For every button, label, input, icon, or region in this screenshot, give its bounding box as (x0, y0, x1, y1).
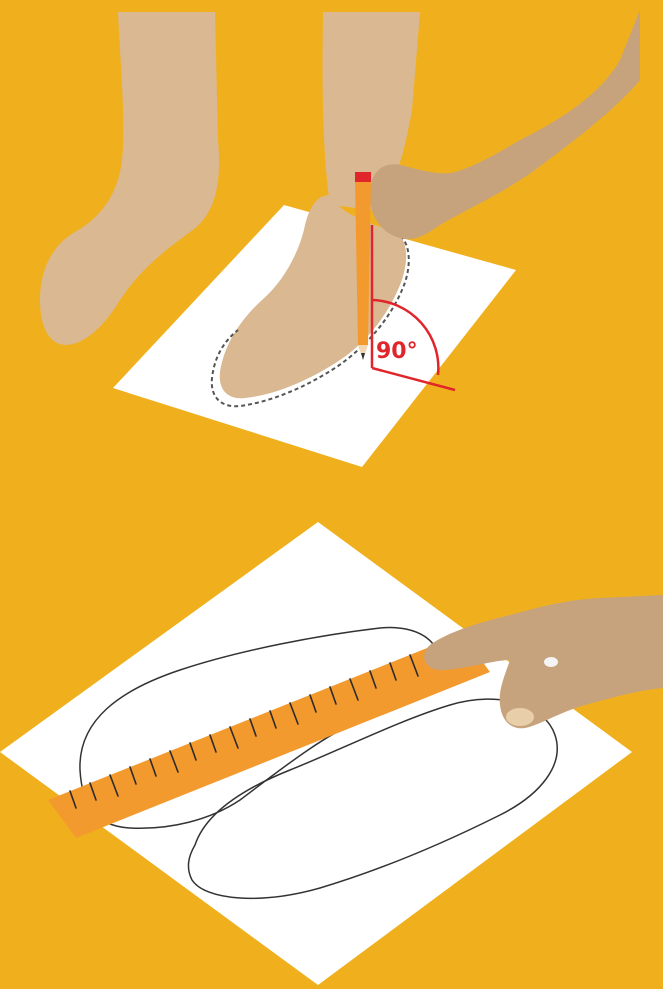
measuring-scene (0, 522, 663, 985)
thumbnail (506, 708, 534, 726)
paper-sheet-bottom (0, 522, 632, 985)
left-foot (40, 12, 219, 345)
fingernail (544, 657, 558, 667)
angle-label: 90° (376, 339, 418, 364)
tracing-scene: 90° (40, 10, 640, 467)
